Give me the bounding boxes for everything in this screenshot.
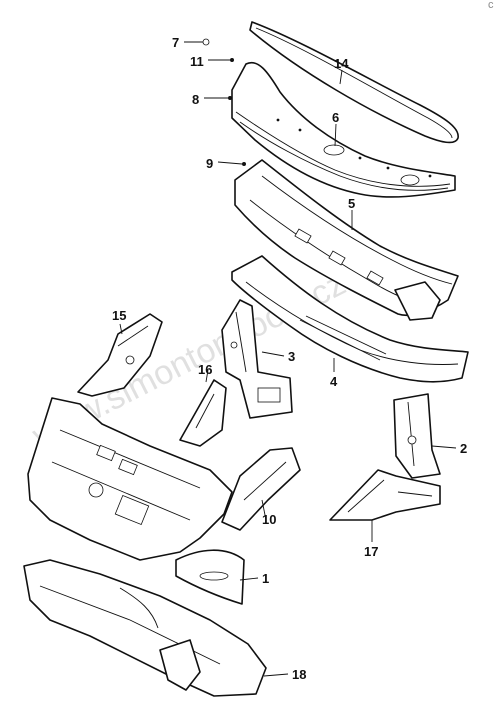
part-16-support [329, 469, 441, 521]
part-2-bracket [393, 393, 441, 479]
part-14-bracket [221, 447, 301, 531]
part-3-bracket [221, 299, 293, 419]
part-1-dash-panel [27, 397, 245, 605]
part-18-floor-rail [23, 559, 267, 697]
part-6-cowl-panel [231, 61, 456, 198]
part-11-weatherstrip [249, 21, 459, 144]
callout-10: 11 [190, 54, 204, 69]
part-17-gusset [179, 379, 227, 447]
callout-5: 5 [348, 196, 355, 211]
callout-3: 3 [288, 349, 295, 364]
fasteners [202, 38, 246, 166]
callout-17: 16 [198, 362, 212, 377]
callout-16: 17 [364, 544, 378, 559]
callout-11: 14 [334, 56, 349, 71]
callout-6: 6 [332, 110, 339, 125]
corner-mark: c [488, 0, 494, 11]
callout-1: 1 [262, 571, 269, 586]
callout-7: 7 [172, 35, 179, 50]
leader-lines [119, 41, 457, 677]
callout-14: 10 [262, 512, 276, 527]
callout-15: 15 [112, 308, 126, 323]
callout-8: 8 [192, 92, 199, 107]
part-5-cowl-upper [234, 159, 459, 321]
part-4-plenum [231, 255, 469, 383]
callout-2: 2 [460, 441, 467, 456]
callout-9: 9 [206, 156, 213, 171]
callout-4: 4 [330, 374, 338, 389]
callout-18: 18 [292, 667, 306, 682]
callout-labels: 7 11 8 9 14 6 5 4 3 16 15 2 17 10 1 18 [112, 35, 467, 682]
part-15-bracket [77, 313, 163, 397]
